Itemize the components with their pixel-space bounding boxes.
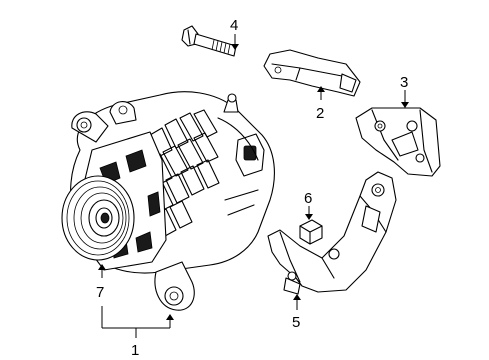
- alternator-pulley: [61, 175, 135, 261]
- callout-5: 5: [292, 314, 300, 331]
- cooling-fins: [147, 109, 220, 237]
- callout-4: 4: [230, 17, 238, 34]
- bracket-upper: [263, 49, 361, 97]
- leader-lines: [98, 34, 409, 338]
- callout-7: 7: [96, 284, 104, 301]
- bracket-lower: [267, 171, 397, 295]
- callout-6: 6: [304, 190, 312, 207]
- callout-3: 3: [400, 74, 408, 91]
- clip-part: [299, 219, 323, 245]
- alternator-assembly: [61, 91, 275, 311]
- callout-2: 2: [316, 105, 324, 122]
- bracket-side: [355, 107, 441, 177]
- bolt-part: [181, 25, 237, 57]
- callout-1: 1: [131, 342, 139, 359]
